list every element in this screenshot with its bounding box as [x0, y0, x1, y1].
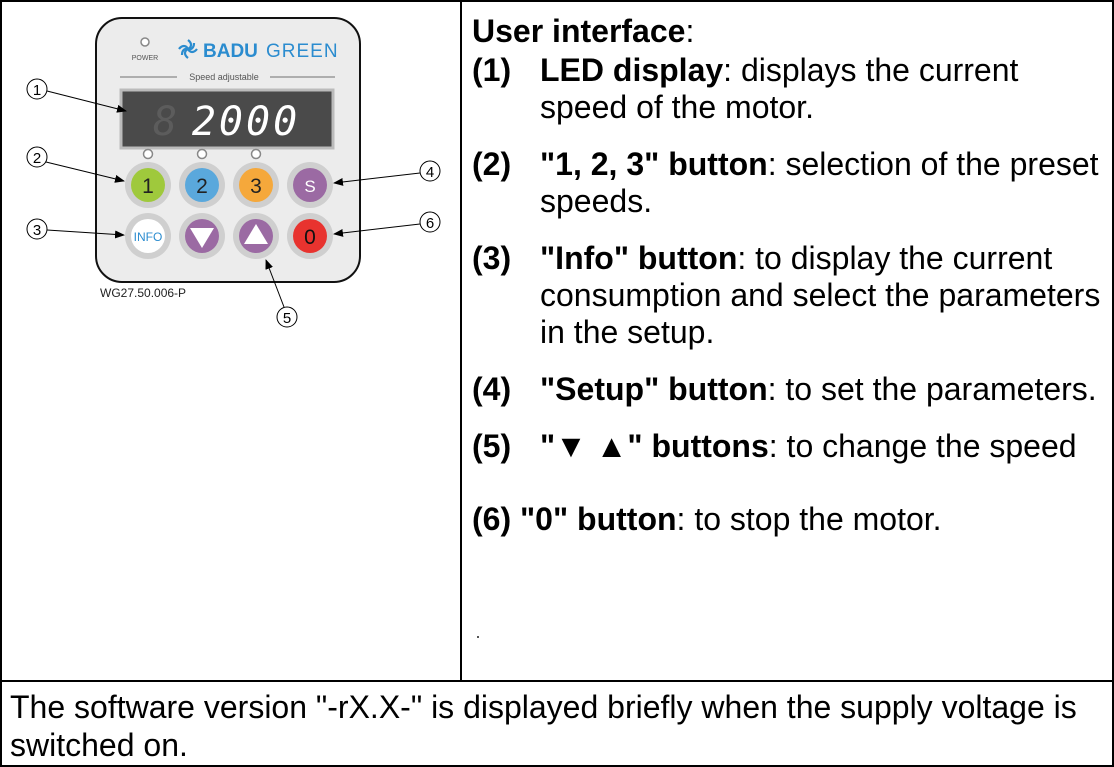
- callout-4: 4: [333, 160, 441, 186]
- speed-adjustable-label: Speed adjustable: [189, 72, 259, 82]
- svg-text:5: 5: [283, 310, 291, 327]
- triangle-up-icon: [244, 224, 268, 244]
- row-divider: [0, 680, 1114, 682]
- stray-dot: [477, 636, 479, 638]
- part-number: WG27.50.006-P: [100, 286, 186, 300]
- ui-item-speed-buttons: (5)"▼ ▲" buttons: to change the speed: [472, 428, 1077, 464]
- preset-led-3: [250, 148, 262, 160]
- info-button[interactable]: INFO: [125, 213, 171, 259]
- preset-button-3[interactable]: 3: [233, 162, 279, 208]
- speed-up-button[interactable]: [233, 213, 279, 259]
- svg-text:4: 4: [426, 164, 434, 181]
- stop-button[interactable]: 0: [287, 213, 333, 259]
- power-led: [140, 37, 150, 47]
- svg-text:3: 3: [250, 175, 262, 198]
- preset-led-2: [196, 148, 208, 160]
- software-version-note: The software version "-rX.X-" is display…: [10, 689, 1077, 763]
- control-panel-illustration: POWER BADU GREEN Speed adjustable 8 2000…: [26, 17, 441, 328]
- power-label: POWER: [132, 55, 158, 62]
- callout-5: 5: [265, 259, 298, 328]
- led-display-value: 2000: [192, 99, 300, 145]
- svg-text:1: 1: [142, 175, 154, 198]
- ui-item-preset-buttons: (2)"1, 2, 3" button: selection of the pr…: [472, 146, 1099, 219]
- ui-item-stop-button: (6) "0" button: to stop the motor.: [472, 501, 942, 537]
- svg-text:3: 3: [33, 222, 41, 239]
- svg-text:6: 6: [426, 215, 434, 232]
- svg-text:INFO: INFO: [134, 230, 163, 244]
- ui-item-info-button: (3)"Info" button: to display the current…: [472, 240, 1101, 350]
- svg-text:2: 2: [33, 150, 41, 167]
- svg-text:S: S: [304, 177, 315, 196]
- section-title: User interface:: [472, 13, 695, 49]
- user-interface-description: User interface: (1)LED display: displays…: [472, 12, 1102, 538]
- callout-3: 3: [26, 218, 125, 240]
- ui-item-setup-button: (4)"Setup" button: to set the parameters…: [472, 371, 1097, 407]
- preset-button-2[interactable]: 2: [179, 162, 225, 208]
- speed-down-button[interactable]: [179, 213, 225, 259]
- led-display-ghost-digit: 8: [153, 99, 177, 145]
- setup-button[interactable]: S: [287, 162, 333, 208]
- brand-logo-icon: [178, 39, 198, 59]
- brand-name-light: GREEN: [266, 41, 339, 62]
- svg-text:1: 1: [33, 82, 41, 99]
- led-display: [119, 88, 335, 150]
- callout-2: 2: [26, 146, 125, 183]
- brand-name-bold: BADU: [203, 41, 258, 62]
- triangle-down-icon: [190, 228, 214, 248]
- ui-item-led-display: (1)LED display: displays the current spe…: [472, 52, 1019, 125]
- svg-text:2: 2: [196, 175, 208, 198]
- column-divider: [460, 0, 462, 680]
- panel-body: [95, 17, 361, 283]
- svg-text:0: 0: [304, 226, 316, 249]
- preset-led-1: [142, 148, 154, 160]
- preset-button-1[interactable]: 1: [125, 162, 171, 208]
- callout-1: 1: [26, 78, 127, 113]
- callout-6: 6: [333, 211, 441, 237]
